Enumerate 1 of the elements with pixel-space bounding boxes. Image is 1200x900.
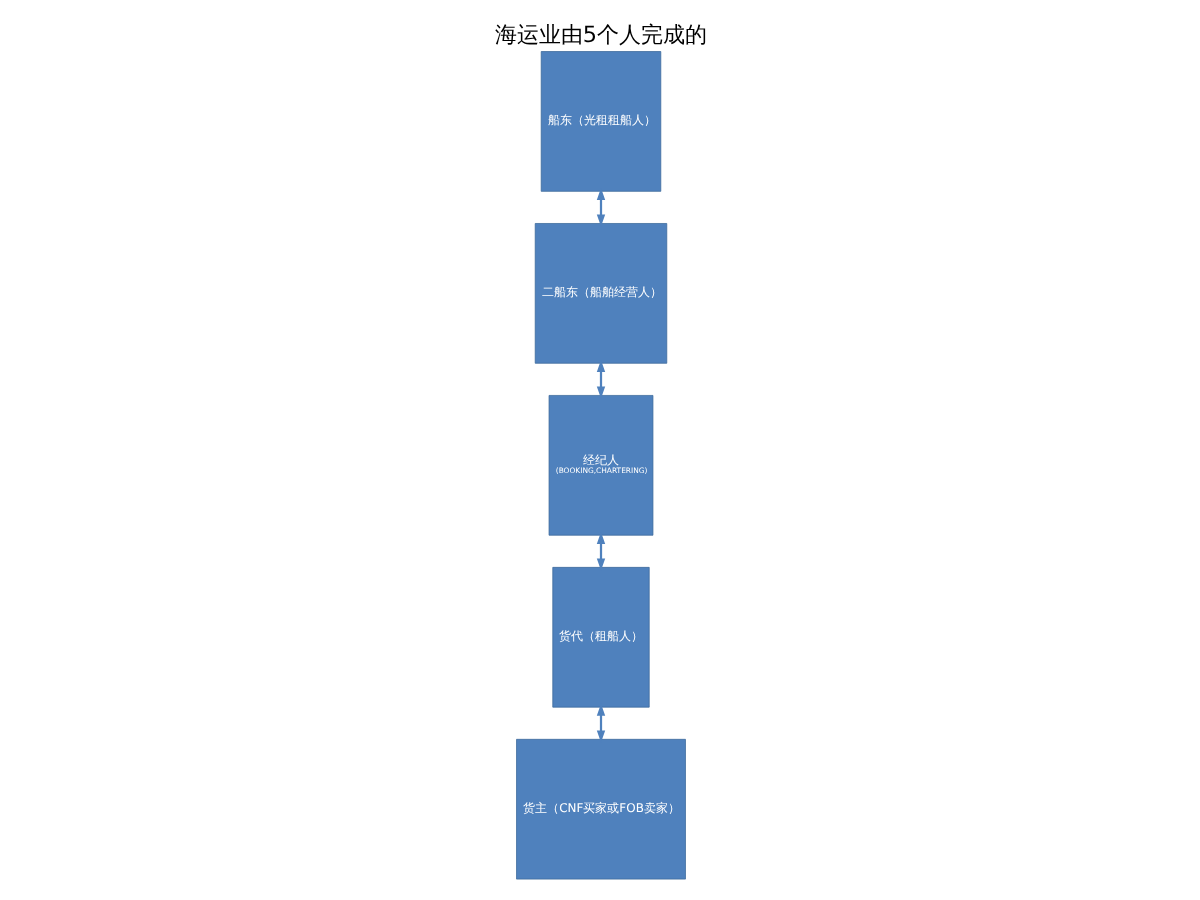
- diagram-title: 海运业由5个人完成的: [493, 21, 707, 48]
